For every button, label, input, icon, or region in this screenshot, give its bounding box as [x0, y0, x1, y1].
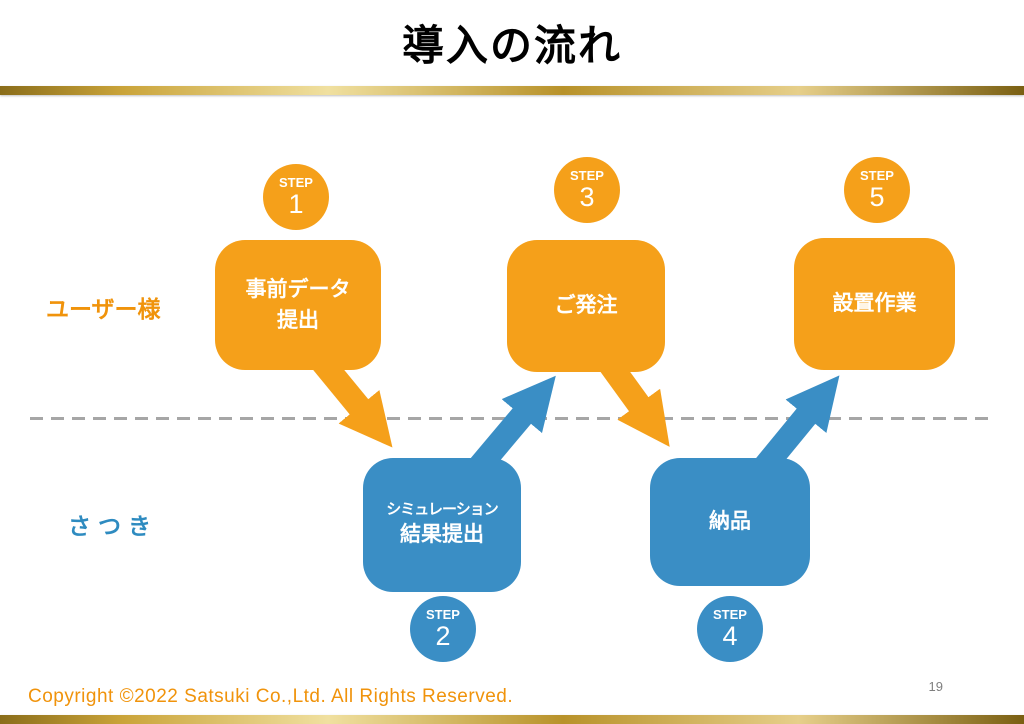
step1-box-label-line2: 提出 [277, 309, 319, 332]
footer-bar [0, 715, 1024, 724]
step4-box: 納品 [650, 458, 810, 586]
step1-box: 事前データ 提出 [215, 240, 381, 370]
lane-label-satsuki: さつき [68, 513, 158, 539]
step3-badge-label: STEP [570, 167, 604, 183]
step5-box: 設置作業 [794, 238, 955, 370]
step2-badge-label: STEP [426, 606, 460, 622]
step2-badge: STEP 2 [410, 596, 476, 662]
step1-badge-number: 1 [288, 188, 304, 219]
step2-badge-number: 2 [435, 620, 451, 651]
step4-badge-label: STEP [713, 606, 747, 622]
step5-badge: STEP 5 [844, 157, 910, 223]
page-number: 19 [928, 679, 943, 694]
step2-box: シミュレーション 結果提出 [363, 458, 521, 592]
lane-label-user: ユーザー様 [46, 296, 161, 322]
title-divider-bar [0, 86, 1024, 95]
step3-box-label: ご発注 [554, 294, 618, 318]
step4-box-label: 納品 [709, 510, 751, 534]
step2-box-label-line1: シミュレーション [386, 500, 498, 518]
page-title: 導入の流れ [401, 22, 622, 69]
step3-box: ご発注 [507, 240, 665, 372]
step3-badge-number: 3 [579, 181, 595, 212]
step2-box-label-line2: 結果提出 [400, 523, 484, 546]
step1-badge-label: STEP [279, 174, 313, 190]
step5-box-label: 設置作業 [832, 292, 917, 316]
step1-badge: STEP 1 [263, 164, 329, 230]
step4-badge: STEP 4 [697, 596, 763, 662]
step3-badge: STEP 3 [554, 157, 620, 223]
step5-badge-label: STEP [860, 167, 894, 183]
step4-badge-number: 4 [722, 620, 738, 651]
lane-divider-dashed-line [30, 417, 996, 420]
step1-box-label-line1: 事前データ [245, 277, 351, 301]
step5-badge-number: 5 [869, 181, 885, 212]
copyright-text: Copyright ©2022 Satsuki Co.,Ltd. All Rig… [28, 686, 514, 707]
